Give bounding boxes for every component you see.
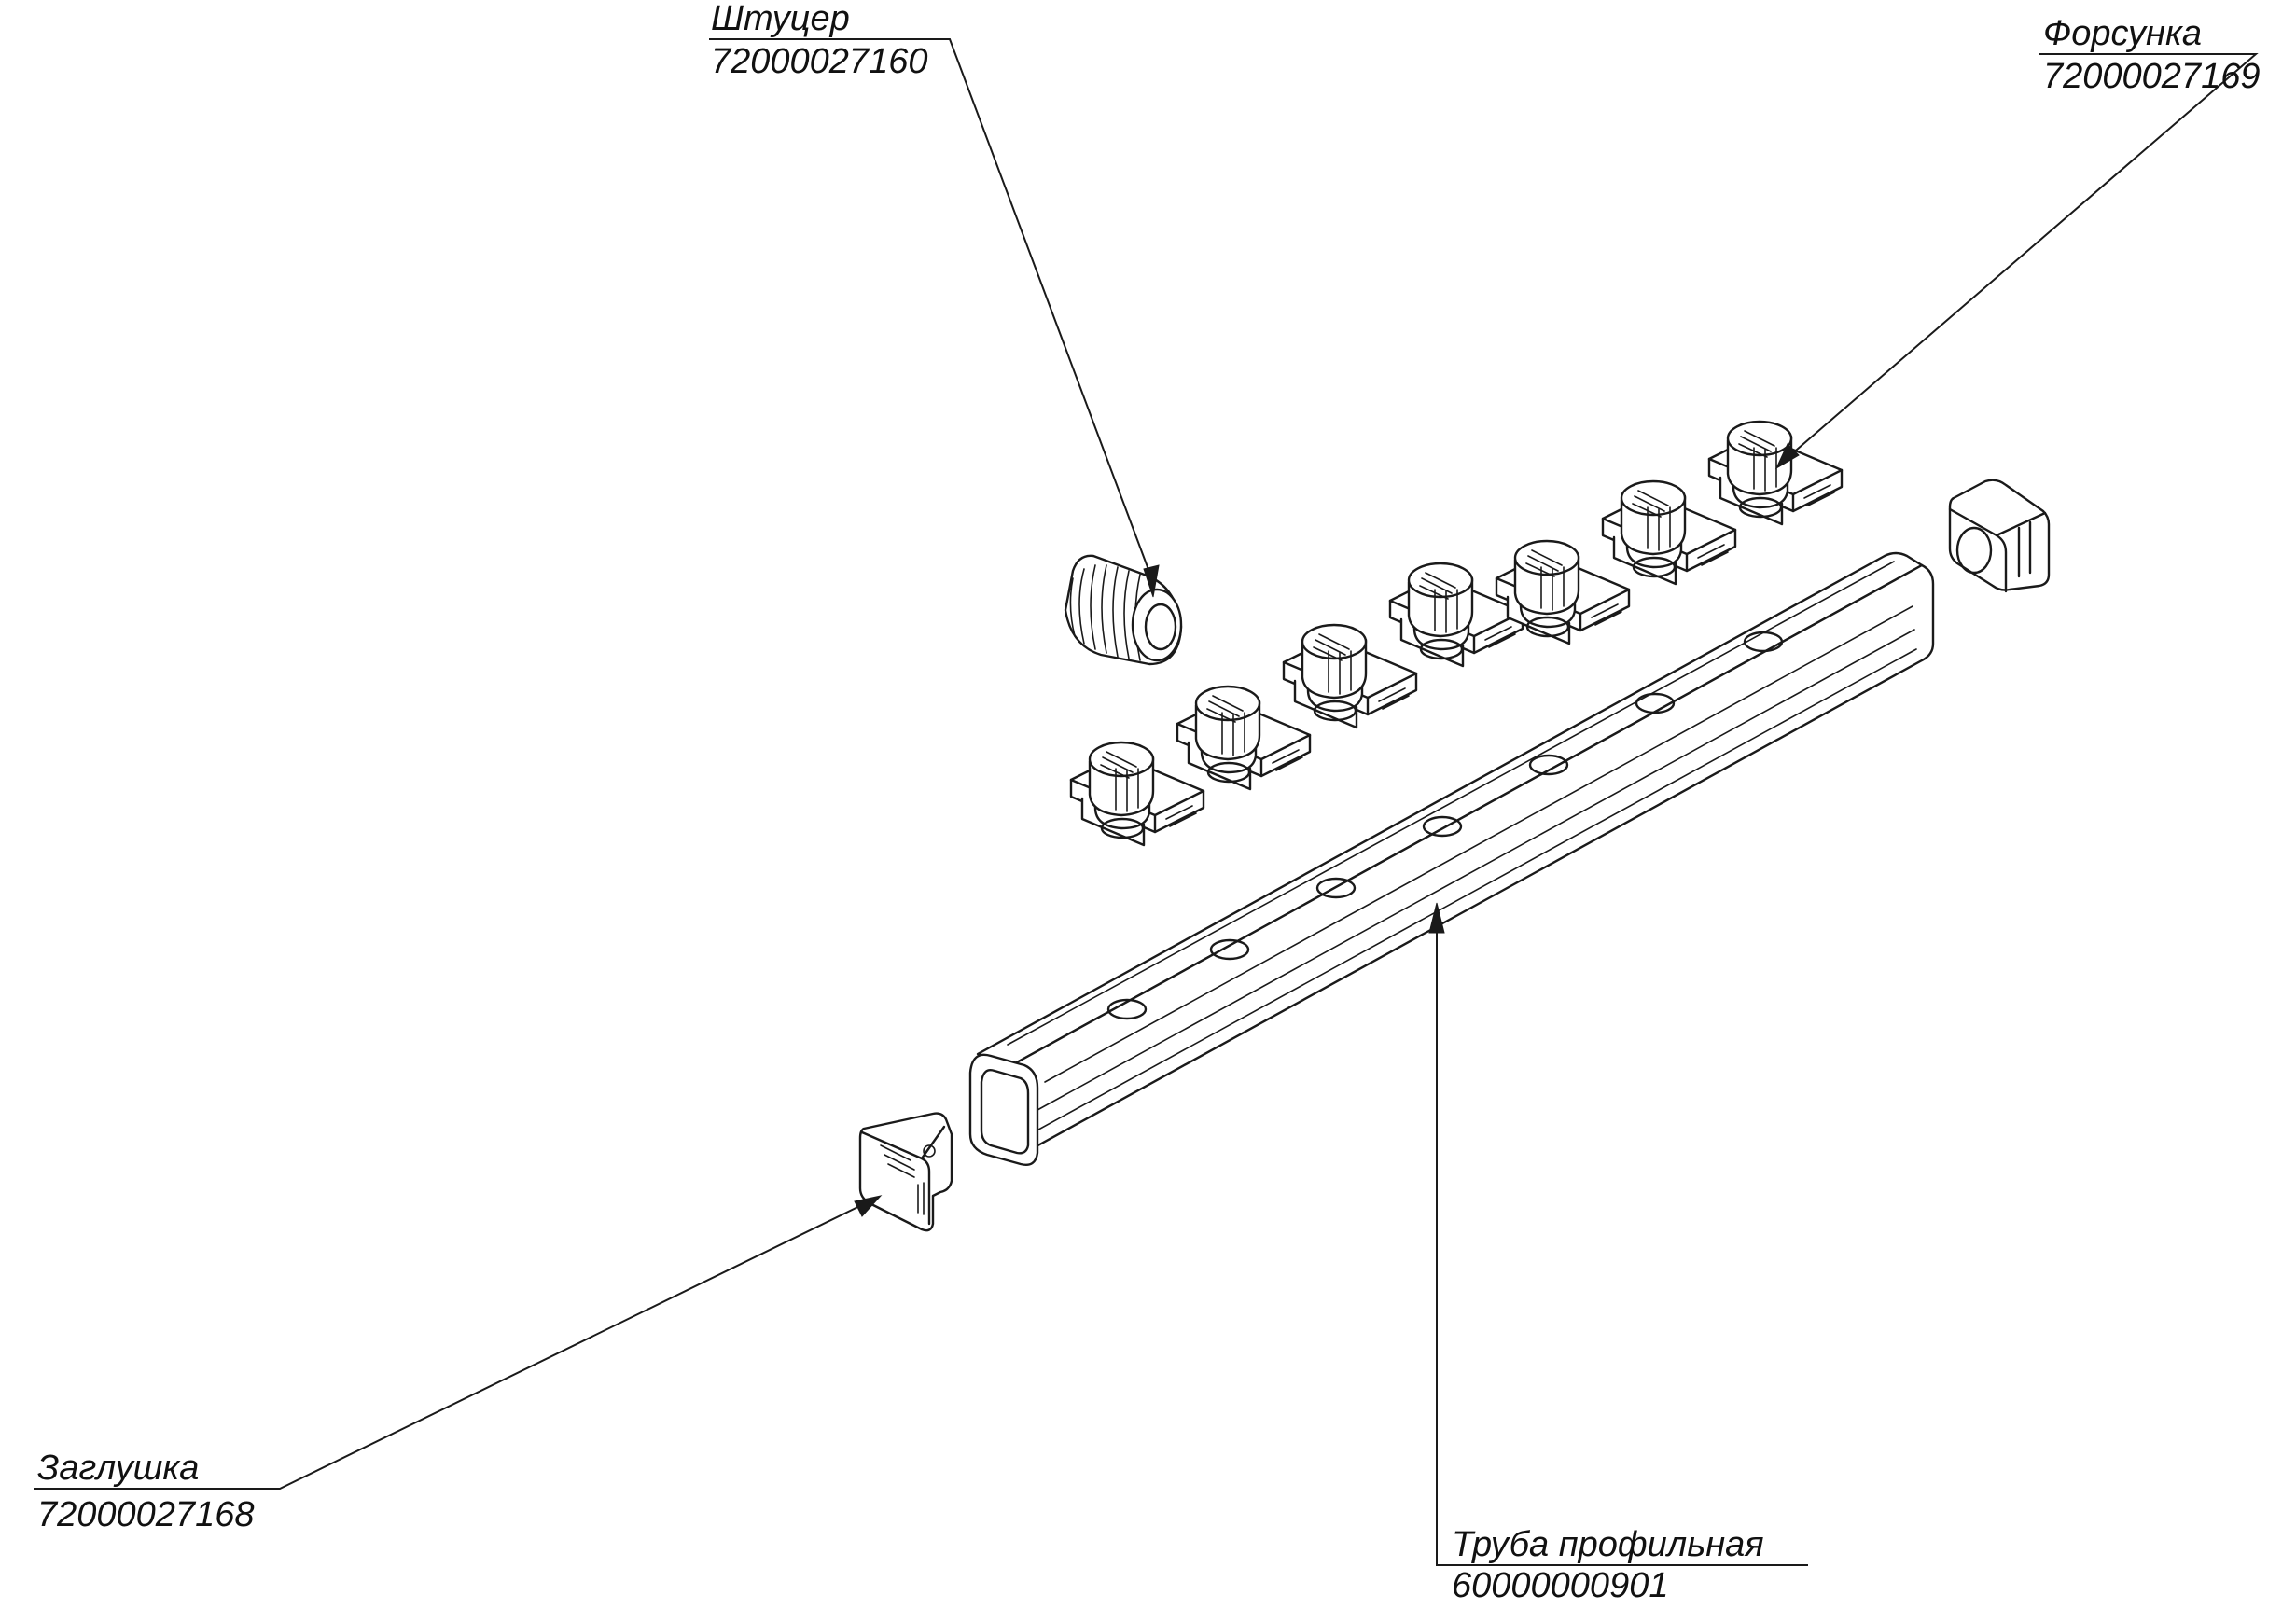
profile-tube [968, 551, 1935, 1166]
nozzle-name: Форсунка [2043, 14, 2202, 53]
callout-plug: Заглушка 72000027168 [37, 1449, 254, 1534]
fitting-name: Штуцер [711, 0, 850, 38]
plug-code: 72000027168 [37, 1495, 254, 1534]
tube-holes [1106, 631, 1784, 1020]
callout-fitting: Штуцер 72000027160 [711, 0, 927, 81]
fitting [1064, 554, 1183, 666]
callout-tube: Труба профильная 60000000901 [1452, 1525, 1764, 1605]
nozzle-code: 72000027169 [2043, 57, 2260, 96]
plug-name: Заглушка [37, 1449, 199, 1488]
nozzles [1069, 420, 1844, 847]
plug-right [1948, 479, 2051, 593]
callout-nozzle: Форсунка 72000027169 [2043, 14, 2260, 96]
plug-left [858, 1112, 953, 1232]
tube-code: 60000000901 [1452, 1566, 1668, 1605]
tube-name: Труба профильная [1452, 1525, 1764, 1564]
fitting-code: 72000027160 [711, 42, 927, 81]
leader-lines [34, 38, 2259, 1566]
